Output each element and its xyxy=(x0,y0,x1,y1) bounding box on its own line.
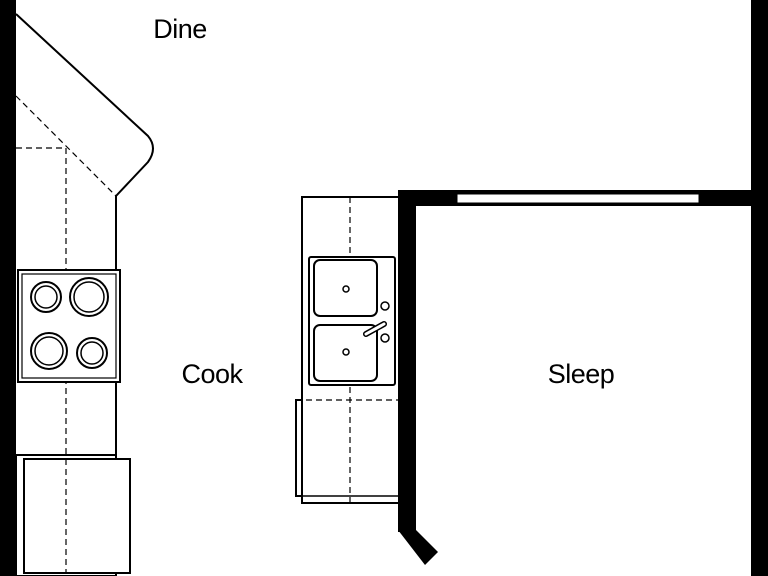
left-exterior-wall xyxy=(0,0,16,576)
refrigerator-icon xyxy=(15,454,131,576)
right-exterior-wall xyxy=(751,0,768,576)
cooktop-icon xyxy=(17,269,121,383)
bedroom-walls xyxy=(398,190,751,565)
room-label-cook: Cook xyxy=(181,359,243,389)
counter-dashed-diagonal xyxy=(15,95,117,197)
room-label-dine: Dine xyxy=(153,14,207,44)
room-label-sleep: Sleep xyxy=(548,359,615,389)
left-counter-angled xyxy=(15,13,154,456)
double-sink-icon xyxy=(308,256,396,386)
